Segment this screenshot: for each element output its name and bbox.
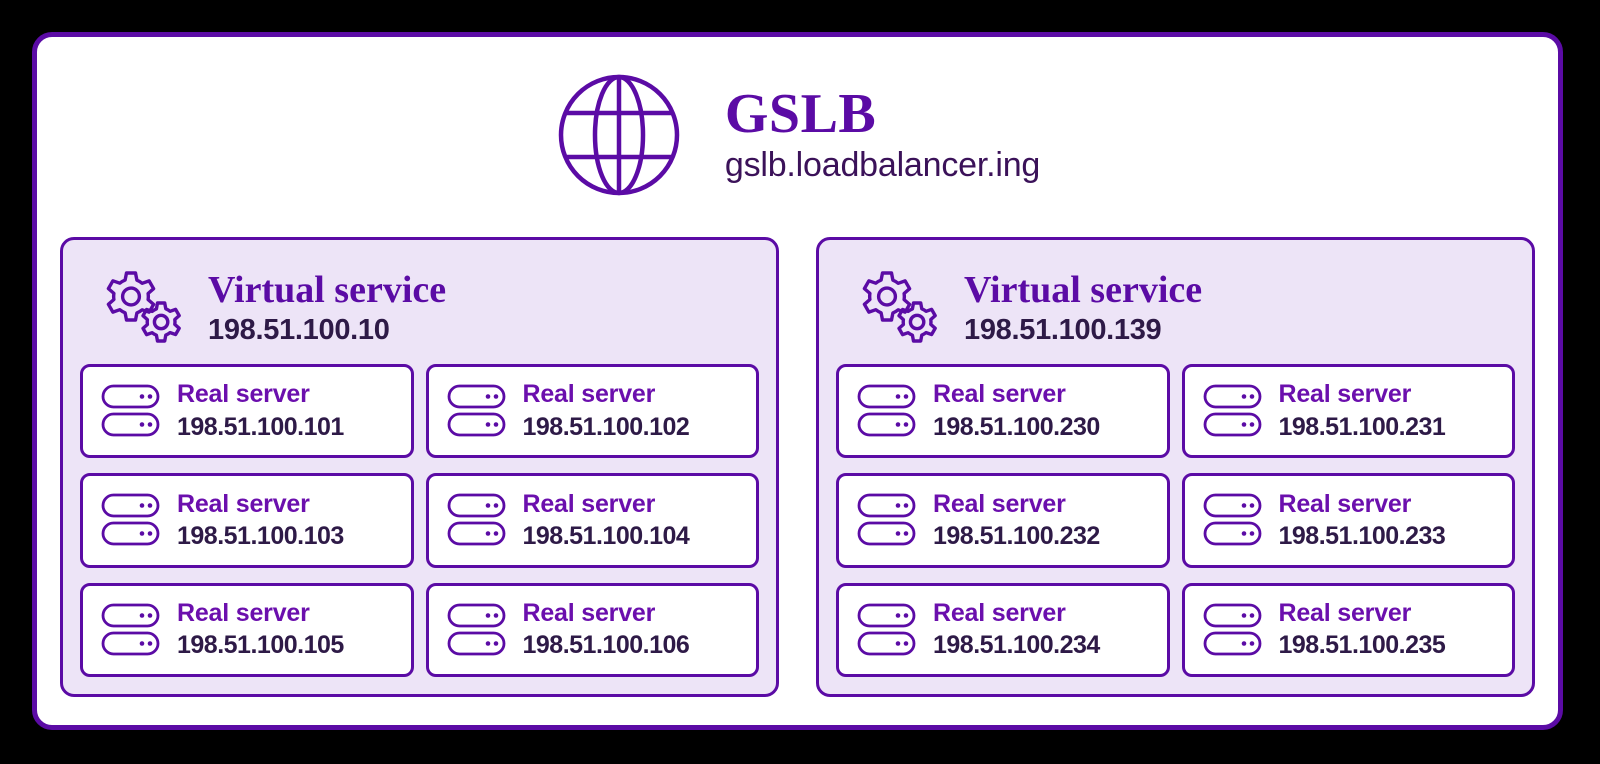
real-server-ip: 198.51.100.102 [522,412,690,441]
gears-icon [106,271,181,343]
server-icon [857,603,916,656]
gslb-hostname: gslb.loadbalancer.ing [724,145,1041,184]
real-server-ip: 198.51.100.234 [933,631,1100,660]
real-server-card[interactable]: Real server 198.51.100.235 [1181,582,1515,677]
virtual-service-panels: Virtual service 198.51.100.10 [60,237,1535,697]
real-server-card[interactable]: Real server 198.51.100.101 [80,364,414,459]
real-server-text: Real server 198.51.100.102 [523,379,690,443]
real-server-text: Real server 198.51.100.106 [523,598,690,662]
virtual-service-text: Virtual service 198.51.100.10 [208,268,447,348]
real-server-title: Real server [933,598,1066,627]
real-server-ip: 198.51.100.105 [177,631,344,660]
real-server-title: Real server [177,598,310,627]
real-server-card[interactable]: Real server 198.51.100.231 [1181,364,1515,459]
page-title: GSLB [724,83,877,146]
virtual-service-panel: Virtual service 198.51.100.139 [816,237,1535,697]
globe-icon [558,74,680,196]
server-icon [1203,494,1261,546]
real-server-title: Real server [177,489,310,518]
real-server-card[interactable]: Real server 198.51.100.103 [80,473,414,568]
server-icon [447,603,505,656]
real-server-card[interactable]: Real server 198.51.100.106 [425,582,759,677]
virtual-service-header: Virtual service 198.51.100.10 [80,254,759,364]
real-server-card[interactable]: Real server 198.51.100.102 [425,364,759,459]
server-icon [101,384,160,437]
real-server-card[interactable]: Real server 198.51.100.230 [836,364,1170,459]
server-icon [857,384,916,437]
server-icon [1203,603,1261,656]
gslb-header: GSLB gslb.loadbalancer.ing [37,55,1558,215]
real-server-text: Real server 198.51.100.101 [177,379,344,443]
real-server-grid: Real server 198.51.100.230 [836,364,1515,677]
real-server-title: Real server [1278,598,1412,627]
real-server-ip: 198.51.100.101 [177,412,344,441]
virtual-service-ip: 198.51.100.139 [964,313,1162,346]
real-server-text: Real server 198.51.100.103 [177,489,344,553]
virtual-service-panel: Virtual service 198.51.100.10 [60,237,779,697]
real-server-text: Real server 198.51.100.105 [177,598,344,662]
real-server-title: Real server [1278,380,1412,409]
real-server-text: Real server 198.51.100.230 [933,379,1100,443]
real-server-card[interactable]: Real server 198.51.100.105 [80,582,414,677]
gears-icon [862,271,937,343]
real-server-ip: 198.51.100.106 [522,631,690,660]
real-server-card[interactable]: Real server 198.51.100.232 [836,473,1170,568]
real-server-ip: 198.51.100.104 [522,521,690,550]
real-server-title: Real server [177,380,310,409]
real-server-ip: 198.51.100.103 [177,521,344,550]
real-server-card[interactable]: Real server 198.51.100.104 [425,473,759,568]
virtual-service-header: Virtual service 198.51.100.139 [836,254,1515,364]
real-server-ip: 198.51.100.232 [933,521,1100,550]
server-icon [447,494,505,546]
real-server-text: Real server 198.51.100.232 [933,489,1100,553]
real-server-card[interactable]: Real server 198.51.100.234 [836,582,1170,677]
real-server-title: Real server [522,489,656,518]
server-icon [447,384,505,437]
real-server-title: Real server [933,380,1066,409]
real-server-text: Real server 198.51.100.104 [523,489,690,553]
gslb-container: GSLB gslb.loadbalancer.ing [32,32,1563,730]
real-server-title: Real server [933,489,1066,518]
virtual-service-ip: 198.51.100.10 [208,313,390,346]
real-server-text: Real server 198.51.100.235 [1279,598,1446,662]
real-server-ip: 198.51.100.230 [933,412,1100,441]
real-server-ip: 198.51.100.235 [1278,631,1446,660]
server-icon [1203,384,1261,437]
server-icon [101,603,160,656]
server-icon [101,494,160,546]
gslb-header-text: GSLB gslb.loadbalancer.ing [725,85,1040,185]
virtual-service-title: Virtual service [964,268,1203,311]
real-server-ip: 198.51.100.231 [1278,412,1446,441]
real-server-title: Real server [522,380,656,409]
real-server-title: Real server [522,598,656,627]
real-server-card[interactable]: Real server 198.51.100.233 [1181,473,1515,568]
real-server-text: Real server 198.51.100.233 [1279,489,1446,553]
real-server-text: Real server 198.51.100.234 [933,598,1100,662]
real-server-text: Real server 198.51.100.231 [1279,379,1446,443]
virtual-service-title: Virtual service [208,268,447,311]
real-server-title: Real server [1278,489,1412,518]
server-icon [857,494,916,546]
virtual-service-text: Virtual service 198.51.100.139 [964,268,1203,348]
real-server-grid: Real server 198.51.100.101 [80,364,759,677]
real-server-ip: 198.51.100.233 [1278,521,1446,550]
